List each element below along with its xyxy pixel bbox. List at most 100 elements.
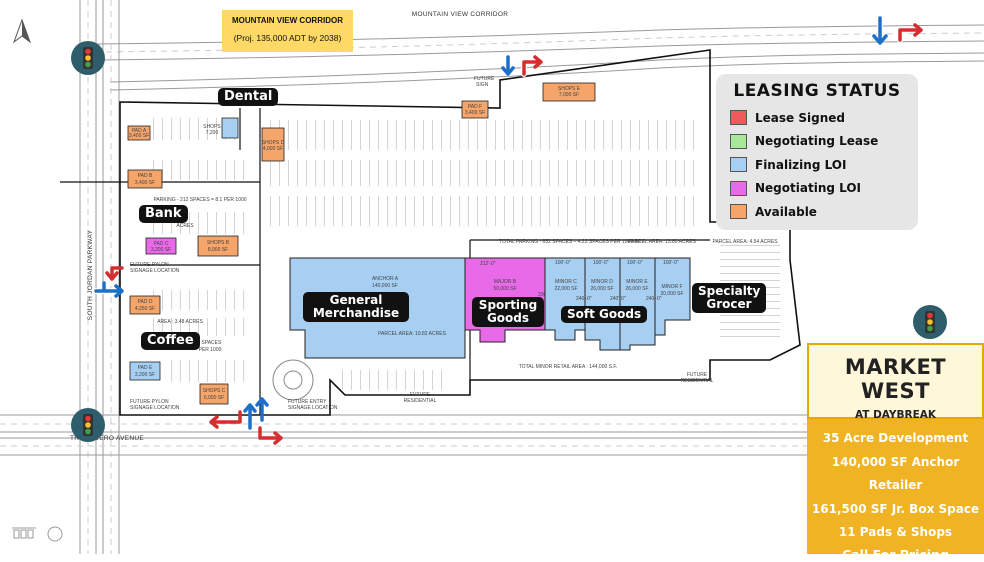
legend-item: Lease Signed	[730, 106, 904, 130]
call-for-pricing[interactable]: Call For Pricing	[842, 546, 949, 562]
legend-item: Finalizing LOI	[730, 153, 904, 177]
corridor-title: MOUNTAIN VIEW CORRIDOR	[232, 16, 343, 25]
road-name-west: SOUTH JORDAN PARKWAY	[87, 229, 94, 320]
dim-240-1: 240'-0"	[576, 296, 592, 302]
pad-d-label: PAD D	[138, 299, 153, 305]
res-2-text: FUTURE	[687, 372, 708, 378]
traffic-light-icon	[913, 305, 947, 339]
shops-c-sf: 6,000 SF	[204, 395, 224, 401]
legend-swatch	[730, 180, 747, 196]
legend-swatch	[730, 133, 747, 149]
red-turn-arrow-icon	[209, 410, 242, 429]
minor-e-label: MINOR E	[626, 279, 648, 285]
property-boundary	[119, 49, 801, 416]
pylon-1b-text: SIGNAGE LOCATION	[130, 268, 180, 274]
shops-top-label: SHOPS	[203, 124, 221, 130]
red-turn-arrow-icon	[898, 23, 923, 42]
res-2b-text: RESIDENTIAL	[681, 378, 714, 384]
pad-a-sf: 3,400 SF	[129, 133, 149, 139]
pad-a-label: PAD A	[132, 128, 147, 134]
pad-c-sf: 3,200 SF	[151, 247, 171, 253]
dim-240-3: 240'-0"	[646, 296, 662, 302]
callout-soft-goods: Soft Goods	[561, 306, 648, 324]
legend-swatch	[730, 204, 747, 220]
partner-logo-icon	[47, 526, 63, 542]
parking-212-text: PARKING - 212 SPACES = 8.1 PER 1000	[153, 197, 246, 203]
res-1-text: FUTURE	[410, 392, 431, 398]
traffic-light-icon	[71, 41, 105, 75]
dim-240-2: 240'-0"	[610, 296, 626, 302]
shops-b-label: SHOPS B	[207, 240, 230, 246]
pad-e-sf: 3,200 SF	[135, 372, 155, 378]
corridor-traffic-box: MOUNTAIN VIEW CORRIDOR (Proj. 135,000 AD…	[222, 10, 353, 52]
leasing-status-legend: LEASING STATUS Lease Signed Negotiating …	[716, 74, 918, 230]
callout-dental: Dental	[218, 88, 279, 107]
total-minor-text: TOTAL MINOR RETAIL AREA : 144,000 S.F.	[519, 364, 618, 370]
legend-label: Negotiating LOI	[755, 181, 862, 196]
entry-1-text: FUTURE ENTRY	[288, 399, 327, 405]
pylon-2-text: FUTURE PYLON	[130, 399, 169, 405]
pad-e-label: PAD E	[138, 365, 153, 371]
legend-swatch	[730, 157, 747, 173]
blue-arrow-icon	[255, 397, 269, 422]
red-turn-arrow-icon	[105, 266, 124, 281]
future-sign-1: FUTURE	[474, 76, 495, 82]
legend-label: Available	[755, 204, 817, 219]
brand-subtitle: AT DAYBREAK	[854, 409, 937, 421]
minor-d-label: MINOR D	[591, 279, 613, 285]
minor-c-label: MINOR C	[555, 279, 577, 285]
legend-swatch	[730, 110, 747, 126]
fact-acreage: 35 Acre Development	[822, 431, 969, 445]
minor-buildings: 100'-0" 100'-0" 100'-0" 100'-0" MINOR C …	[544, 257, 691, 351]
anchor-a-parcel: PARCEL AREA: 10.82 ACRES	[378, 331, 446, 337]
parking-lots	[150, 118, 780, 390]
parcel-454-text: PARCEL AREA: 4.54 ACRES	[712, 239, 778, 245]
blue-arrow-icon	[94, 281, 124, 298]
legend-title: LEASING STATUS	[733, 81, 901, 101]
fact-jr-box: 161,500 SF Jr. Box Space	[811, 501, 980, 516]
pad-b-sf: 3,400 SF	[135, 180, 155, 186]
legend-label: Finalizing LOI	[755, 157, 847, 172]
shops-e-label: SHOPS E	[558, 86, 581, 92]
spaces-137-text: - 137 SPACES	[189, 340, 222, 346]
dim-100-f: 100'-0"	[663, 260, 679, 266]
brand-header: MARKET WEST AT DAYBREAK	[807, 343, 984, 421]
brand-name: MARKET WEST	[844, 355, 947, 403]
minor-c-sf: 22,000 SF	[554, 286, 577, 292]
major-b-sf: 50,000 SF	[493, 286, 516, 292]
dim-100-e: 100'-0"	[627, 260, 643, 266]
pad-b-label: PAD B	[138, 173, 153, 179]
shops-b-sf: 8,000 SF	[208, 247, 228, 253]
site-annotations: TOTAL PARKING - 652 SPACES = 4.22 SPACES…	[130, 76, 778, 411]
minor-f-label: MINOR F	[661, 284, 682, 290]
pad-c-label: PAD C	[154, 241, 169, 247]
blue-arrow-icon	[501, 55, 515, 76]
fact-pads: 11 Pads & Shops	[838, 525, 953, 539]
anchor-a-label: ANCHOR A	[372, 276, 399, 282]
brand-facts: 35 Acre Development 140,000 SF Anchor Re…	[807, 419, 984, 562]
anchor-a-sf: 140,000 SF	[372, 283, 398, 289]
callout-bank: Bank	[139, 205, 188, 224]
north-arrow-icon	[12, 18, 32, 44]
access-arrows	[93, 16, 923, 445]
parcel-1380-text: PARCEL AREA: 13.80 ACRES	[628, 239, 696, 245]
legend-label: Lease Signed	[755, 110, 845, 125]
minor-d-sf: 26,000 SF	[590, 286, 613, 292]
road-name-south: TROCADERO AVENUE	[70, 435, 144, 442]
major-b-label: MAJOR B	[494, 279, 517, 285]
roundabout	[272, 359, 314, 401]
fact-anchor: 140,000 SF Anchor Retailer	[831, 454, 960, 493]
pads-and-shops: SHOPS E 7,000 SF PAD F 3,400 SF SHOPS 7,…	[127, 82, 596, 405]
acres-text: ACRES	[176, 223, 194, 229]
total-parking-text: TOTAL PARKING - 652 SPACES = 4.22 SPACES…	[499, 239, 641, 245]
market-west-brand-panel: MARKET WEST AT DAYBREAK 35 Acre Developm…	[807, 343, 984, 562]
minor-e-sf: 26,000 SF	[625, 286, 648, 292]
legend-label: Negotiating Lease	[755, 134, 879, 149]
entry-2-text: SIGNAGE LOCATION	[288, 405, 338, 411]
pad-d-sf: 4,250 SF	[135, 306, 155, 312]
shops-top-sf: 7,200	[206, 130, 219, 136]
shops-c-label: SHOPS C	[203, 388, 226, 394]
red-turn-arrow-icon	[258, 426, 283, 445]
shops-d-label: SHOPS D	[262, 140, 285, 146]
